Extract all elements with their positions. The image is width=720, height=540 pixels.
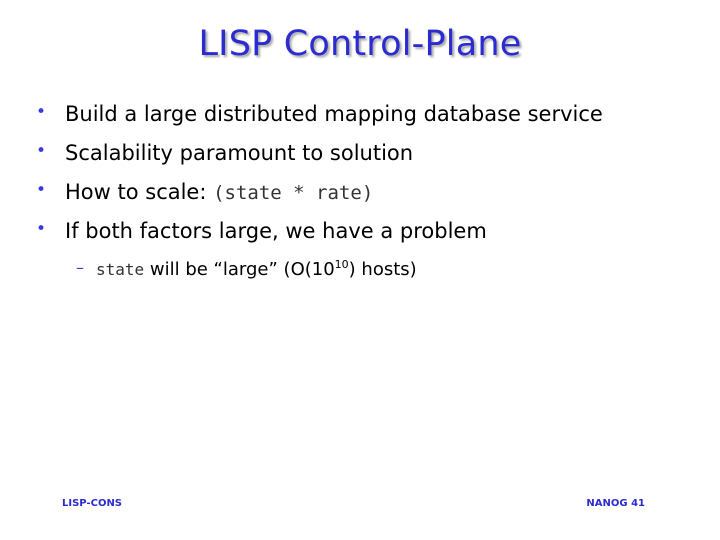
bullet-marker: • xyxy=(36,180,47,200)
bullet-marker: • xyxy=(36,102,47,122)
bullet-item: • If both factors large, we have a probl… xyxy=(36,219,696,258)
slide-title: LISP Control-Plane xyxy=(198,24,522,64)
sub-bullet-text-main: will be “large” (O(10 xyxy=(144,259,335,280)
sub-bullet-item: – state will be “large” (O(1010) hosts) xyxy=(36,258,696,288)
bullet-text: Build a large distributed mapping databa… xyxy=(65,102,603,126)
bullet-marker: • xyxy=(36,219,47,239)
bullet-text: Scalability paramount to solution xyxy=(65,141,414,165)
bullet-item: • How to scale: (state * rate) xyxy=(36,180,696,219)
sub-bullet-marker: – xyxy=(76,258,84,277)
code-snippet: (state * rate) xyxy=(213,182,374,204)
bullet-marker: • xyxy=(36,141,47,161)
footer-right: NANOG 41 xyxy=(586,498,645,509)
code-snippet: state xyxy=(96,260,145,279)
footer-left: LISP-CONS xyxy=(62,498,123,509)
bullet-item: • Build a large distributed mapping data… xyxy=(36,102,696,141)
bullet-text: If both factors large, we have a problem xyxy=(65,219,487,243)
bullet-text-prefix: How to scale: xyxy=(65,180,214,204)
sub-bullet-text-end: ) hosts) xyxy=(348,259,417,280)
bullet-item: • Scalability paramount to solution xyxy=(36,141,696,180)
bullet-text: How to scale: (state * rate) xyxy=(65,180,373,204)
exponent: 10 xyxy=(334,258,349,271)
sub-bullet-text: state will be “large” (O(1010) hosts) xyxy=(96,258,417,280)
bullet-list: • Build a large distributed mapping data… xyxy=(36,102,696,288)
